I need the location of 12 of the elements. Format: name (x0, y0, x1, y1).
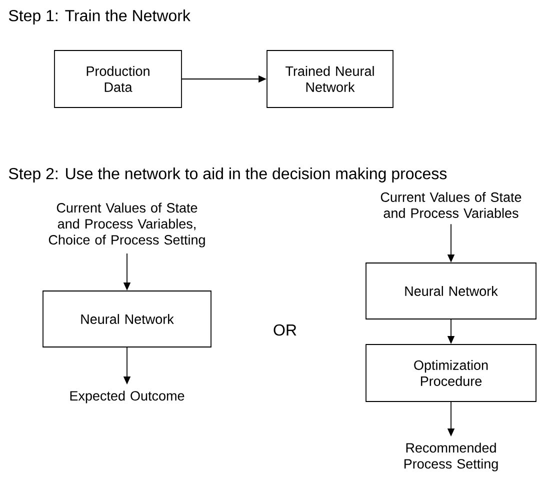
title-text: Step 1: Train the Network (8, 10, 190, 24)
flow-text: Expected Outcome (70, 390, 184, 404)
process-box: Neural Network (366, 262, 536, 320)
process-box: Production Data (54, 50, 182, 108)
title-text: Step 2: Use the network to aid in the decision making process (8, 168, 447, 182)
flow-text: Current Values of State and Process Variables (380, 192, 522, 218)
flow-text: Current Values of State and Process Variables, Choice of Process Setting (48, 202, 205, 248)
process-box: Neural Network (42, 290, 212, 348)
process-box: Optimization Procedure (366, 344, 536, 402)
process-box: Trained Neural Network (266, 50, 394, 108)
flow-text: Recommended Process Setting (404, 442, 498, 472)
or-text: OR (274, 324, 296, 336)
